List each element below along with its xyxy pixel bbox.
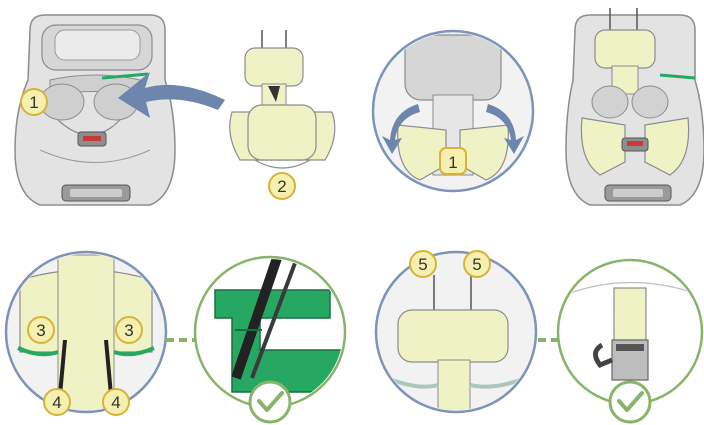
svg-text:3: 3: [36, 321, 45, 340]
callout-step1-a: 1: [20, 88, 48, 116]
left-arrow-icon: [118, 72, 225, 118]
checkmark-icon: [248, 380, 292, 424]
harness-detail-panel-left: [4, 250, 168, 414]
svg-text:4: 4: [111, 393, 120, 412]
callout-step5-left: 5: [409, 250, 437, 278]
callout-step4-right: 4: [102, 388, 130, 416]
callout-step3-left: 3: [27, 316, 55, 344]
seat-installed-panel: [565, 8, 704, 206]
svg-text:5: 5: [418, 255, 427, 274]
svg-text:5: 5: [472, 255, 481, 274]
svg-text:2: 2: [277, 177, 286, 196]
svg-text:1: 1: [29, 93, 38, 112]
strap-closeup-panel: [193, 255, 347, 409]
svg-text:4: 4: [52, 393, 61, 412]
buckle-closeup-panel: [556, 258, 704, 406]
checkmark-icon: [608, 380, 652, 424]
rotate-detail-panel: [371, 29, 535, 193]
svg-text:3: 3: [124, 321, 133, 340]
callout-step2: 2: [268, 172, 296, 200]
callout-step5-right: 5: [463, 250, 491, 278]
callout-step3-right: 3: [115, 316, 143, 344]
callout-step1-b: 1: [439, 147, 467, 175]
removed-insert-panel: [229, 30, 336, 169]
svg-text:1: 1: [448, 153, 457, 172]
rotate-arrows-icon: [382, 104, 524, 154]
seat-with-insert-panel: [14, 14, 176, 206]
callout-step4-left: 4: [43, 388, 71, 416]
headrest-detail-panel: [374, 250, 538, 414]
